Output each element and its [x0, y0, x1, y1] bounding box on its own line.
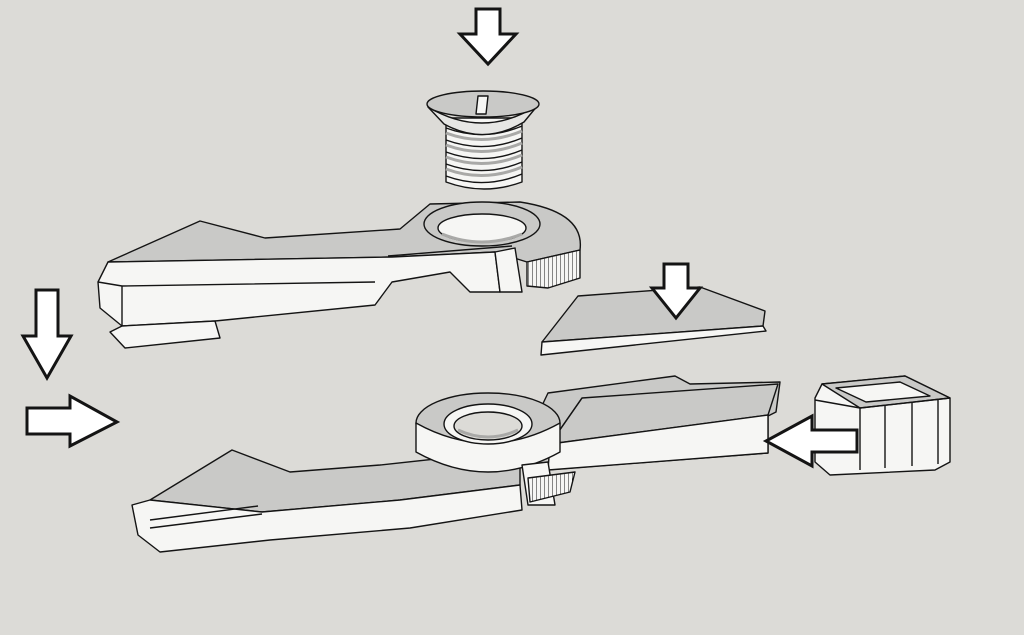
- upper-handle: [97, 201, 581, 349]
- screw: [426, 90, 540, 190]
- screw-thread: [445, 117, 523, 190]
- lower-handle-side-face: [131, 484, 523, 553]
- arrow-left-cap: [762, 413, 859, 469]
- arrow-down-screw: [456, 7, 520, 67]
- blade: [540, 286, 767, 356]
- end-cap: [814, 375, 951, 476]
- arrow-down-blade: [648, 262, 704, 321]
- upper-handle-clip: [494, 247, 523, 293]
- upper-handle-knurl: [526, 249, 581, 289]
- arrow-down-left: [20, 288, 74, 382]
- arrow-right-left: [25, 393, 121, 449]
- blade-edge: [540, 325, 767, 356]
- screw-head: [426, 90, 540, 136]
- upper-handle-side-face: [97, 251, 501, 327]
- screw-slot: [475, 95, 489, 115]
- lower-handle-knurl: [527, 471, 576, 503]
- lower-handle: [131, 375, 781, 553]
- upper-handle-jaw: [109, 320, 221, 349]
